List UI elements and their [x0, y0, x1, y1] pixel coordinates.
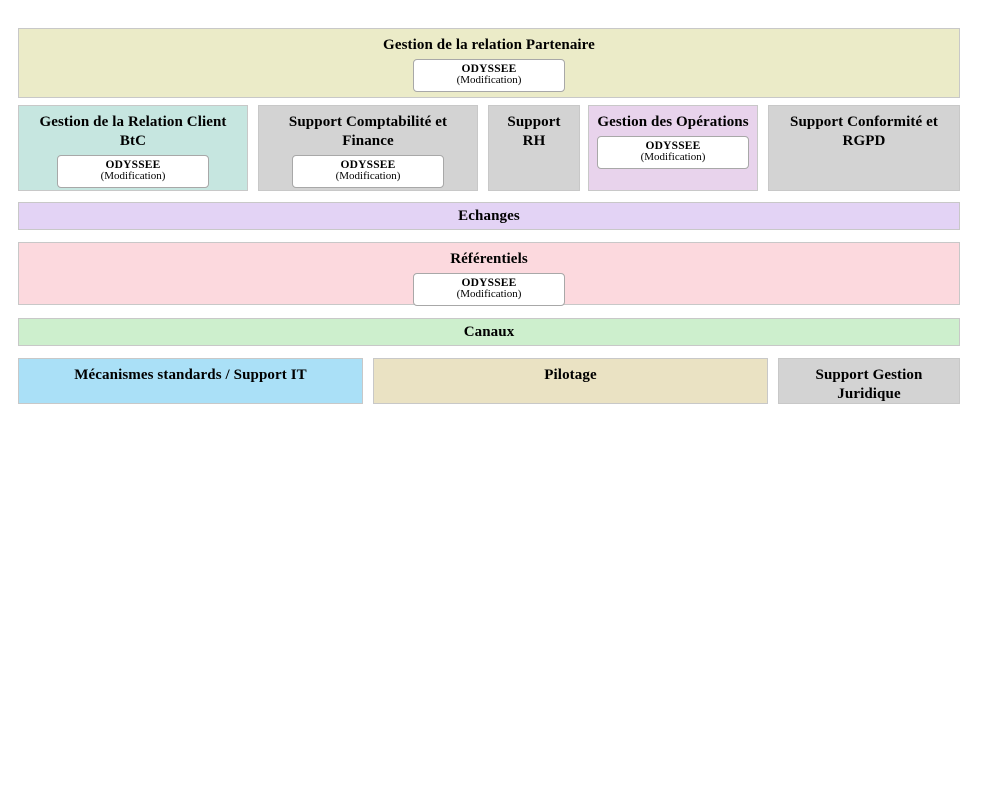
application-chip-odyssee[interactable]: ODYSSEE(Modification)	[292, 155, 444, 189]
application-chip-odyssee[interactable]: ODYSSEE(Modification)	[597, 136, 749, 170]
application-name: ODYSSEE	[105, 159, 161, 171]
block-title: Support Comptabilité et Finance	[288, 114, 448, 149]
application-state: (Modification)	[456, 74, 522, 87]
block-support-gestion-juridique[interactable]: Support Gestion Juridique	[778, 358, 960, 404]
application-chip-odyssee[interactable]: ODYSSEE(Modification)	[57, 155, 209, 189]
application-name: ODYSSEE	[461, 63, 517, 75]
application-state: (Modification)	[640, 151, 706, 164]
block-title: Gestion de la Relation Client BtC	[39, 114, 227, 149]
block-support-rh[interactable]: Support RH	[488, 105, 580, 191]
application-chip-odyssee[interactable]: ODYSSEE(Modification)	[413, 273, 565, 307]
block-echanges[interactable]: Echanges	[18, 202, 960, 230]
block-title: Gestion de la relation Partenaire	[383, 37, 595, 53]
block-title: Canaux	[463, 323, 515, 340]
block-title: Support RH	[507, 114, 561, 149]
block-title: Mécanismes standards / Support IT	[74, 367, 307, 383]
application-state: (Modification)	[335, 170, 401, 183]
application-chip-odyssee[interactable]: ODYSSEE(Modification)	[413, 59, 565, 93]
block-title: Echanges	[458, 207, 520, 224]
block-title: Pilotage	[544, 367, 597, 383]
block-title: Gestion des Opérations	[597, 114, 749, 130]
application-name: ODYSSEE	[645, 140, 701, 152]
block-support-conformite-rgpd[interactable]: Support Conformité et RGPD	[768, 105, 960, 191]
block-title: Support Gestion Juridique	[815, 367, 923, 402]
block-title: Référentiels	[450, 251, 528, 267]
application-name: ODYSSEE	[461, 277, 517, 289]
application-state: (Modification)	[100, 170, 166, 183]
block-title: Support Conformité et RGPD	[790, 114, 938, 149]
application-state: (Modification)	[456, 288, 522, 301]
block-mecanismes-standards-support-it[interactable]: Mécanismes standards / Support IT	[18, 358, 363, 404]
block-canaux[interactable]: Canaux	[18, 318, 960, 346]
block-gestion-relation-client-btc[interactable]: Gestion de la Relation Client BtC ODYSSEE…	[18, 105, 248, 191]
block-pilotage[interactable]: Pilotage	[373, 358, 768, 404]
application-name: ODYSSEE	[340, 159, 396, 171]
